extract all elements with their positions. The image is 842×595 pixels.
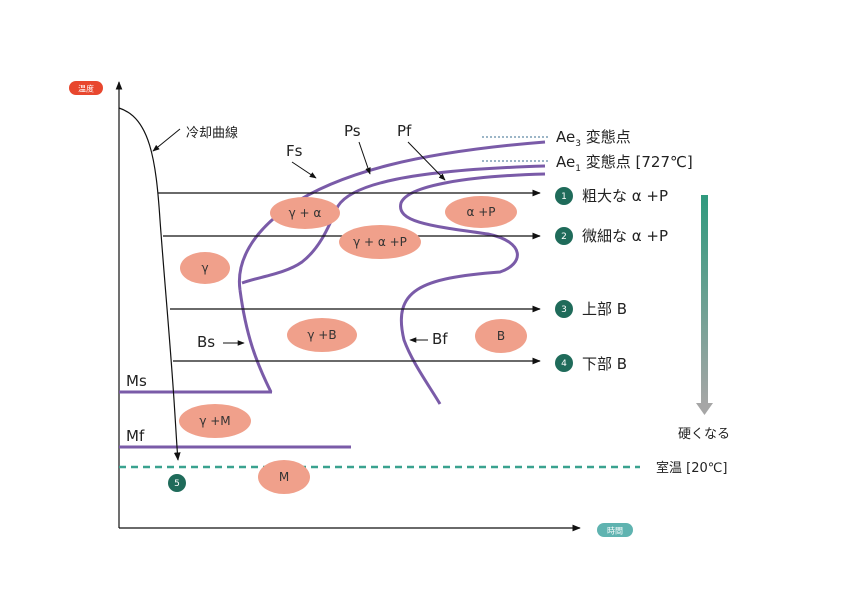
svg-text:γ +M: γ +M: [199, 414, 230, 428]
svg-text:B: B: [497, 329, 505, 343]
phase-gamma-b: γ +B: [287, 318, 357, 352]
hardness-arrow: [696, 195, 713, 415]
phase-alpha-p: α +P: [445, 196, 517, 228]
svg-text:γ + α: γ + α: [289, 206, 322, 220]
outer-bainite-curve: [238, 289, 273, 393]
cooling-label-arrow: [152, 128, 181, 152]
svg-text:時間: 時間: [607, 527, 623, 536]
fs-label: Fs: [286, 142, 303, 160]
result-2: 2 微細な α +P: [555, 227, 668, 245]
fs-arrow: [291, 161, 317, 179]
svg-text:α +P: α +P: [466, 205, 495, 219]
ps-arrow: [358, 141, 371, 175]
phase-m: M: [258, 460, 310, 494]
bf-label: Bf: [432, 330, 448, 348]
result-5: 5: [168, 474, 186, 492]
svg-text:4: 4: [561, 359, 567, 369]
mf-label: Mf: [126, 427, 145, 445]
svg-text:温度: 温度: [78, 84, 94, 94]
ae1-label: Ae1 変態点 [727℃]: [556, 153, 693, 174]
ms-label: Ms: [126, 372, 147, 390]
bf-curve: [399, 172, 546, 405]
y-axis-badge: 温度: [69, 81, 103, 95]
svg-text:1: 1: [561, 192, 567, 202]
phase-gamma: γ: [180, 252, 230, 284]
svg-text:5: 5: [174, 479, 180, 489]
ps-curve: [237, 140, 546, 291]
ps-label: Ps: [344, 122, 361, 140]
svg-text:上部 B: 上部 B: [582, 300, 627, 318]
phase-gamma-m: γ +M: [179, 404, 251, 438]
svg-text:2: 2: [561, 232, 567, 242]
result-4: 4 下部 B: [555, 354, 627, 373]
svg-text:粗大な α +P: 粗大な α +P: [582, 187, 668, 205]
svg-text:M: M: [279, 470, 289, 484]
result-3: 3 上部 B: [555, 300, 627, 318]
result-1: 1 粗大な α +P: [555, 187, 668, 205]
pf-label: Pf: [397, 122, 412, 140]
harder-label: 硬くなる: [678, 427, 730, 442]
pf-arrow: [407, 141, 446, 181]
cooling-curve-label: 冷却曲線: [186, 125, 238, 141]
phase-gamma-alpha: γ + α: [270, 197, 340, 229]
svg-text:γ +B: γ +B: [307, 328, 336, 342]
svg-text:3: 3: [561, 305, 567, 315]
x-axis-badge: 時間: [597, 523, 633, 537]
room-temp-label: 室温 [20℃]: [656, 460, 727, 476]
ae3-label: Ae3 変態点: [556, 128, 631, 149]
phase-b: B: [475, 319, 527, 353]
svg-text:γ: γ: [201, 261, 208, 275]
svg-text:微細な α +P: 微細な α +P: [582, 227, 668, 245]
svg-text:下部 B: 下部 B: [582, 355, 627, 373]
cooling-curve: [118, 107, 181, 461]
bs-label: Bs: [197, 333, 215, 351]
svg-text:γ + α +P: γ + α +P: [353, 235, 407, 249]
phase-gamma-alpha-p: γ + α +P: [339, 225, 421, 259]
